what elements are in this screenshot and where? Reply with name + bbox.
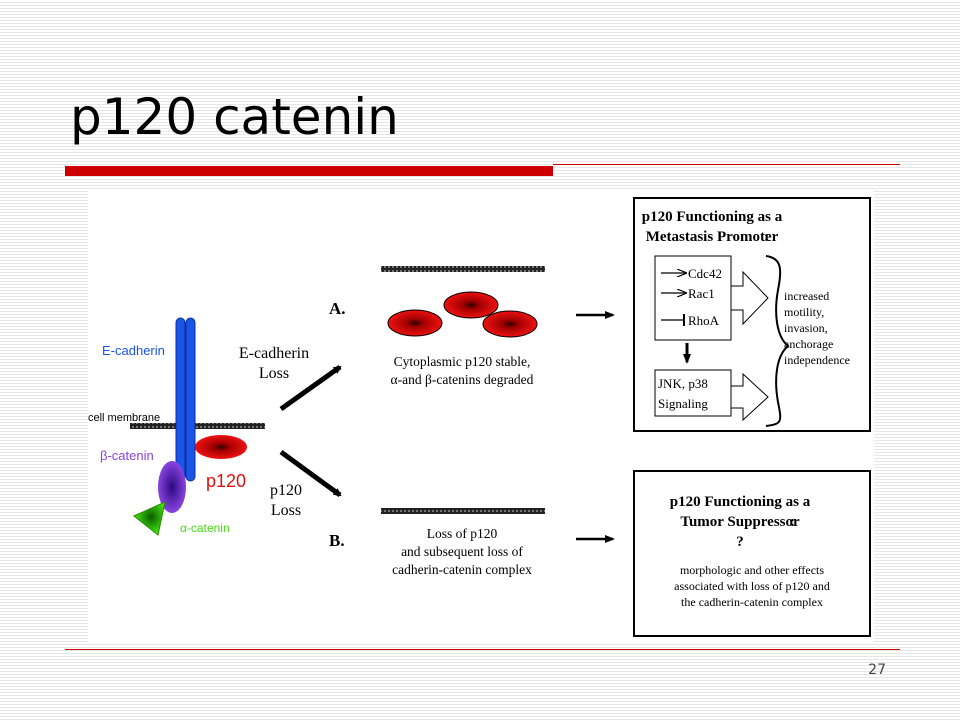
slide-title: p120 catenin [70, 88, 399, 146]
signaling-label-1: JNK, p38 [658, 376, 708, 391]
e-cadherin-loss-label-1: E-cadherin [239, 345, 309, 362]
cdc42-label: Cdc42 [688, 266, 722, 281]
case-a-text-1: Cytoplasmic p120 stable, [394, 354, 531, 369]
alpha-catenin-shape [133, 501, 166, 536]
p120-loss-label-2: Loss [271, 502, 301, 519]
effect-2: motility, [784, 305, 824, 319]
branch-arrows: E-cadherin Loss p120 Loss [239, 345, 342, 519]
p120-label: p120 [206, 471, 246, 491]
p120-loss-label-1: p120 [270, 482, 302, 499]
signaling-label-2: Signaling [658, 396, 708, 411]
box-a-title-1: p120 Functioning as a [642, 209, 783, 225]
signaling-hollow-arrow [730, 372, 769, 422]
upper-branch-arrow [279, 364, 342, 412]
p120-shape [195, 435, 247, 459]
box-b-text-3: the cadherin-catenin complex [681, 595, 823, 609]
footer-divider-line [65, 649, 900, 650]
case-a-p120-2 [443, 291, 499, 319]
signaling-box [654, 369, 732, 417]
lower-branch-arrow [279, 449, 342, 498]
p120-figure: E-cadherin cell membrane β-catenin p120 … [88, 190, 874, 642]
membrane-complex: E-cadherin cell membrane β-catenin p120 … [88, 317, 265, 536]
case-a-text-2: α-and β-catenins degraded [391, 372, 534, 387]
targets-box [654, 255, 732, 341]
tumor-suppressor-box: p120 Functioning as a Tumor Suppressor :… [633, 470, 871, 637]
box-b-text-1: morphologic and other effects [680, 563, 824, 577]
metastasis-promoter-box: p120 Functioning as a Metastasis Promote… [633, 197, 871, 432]
box-b-title-colon: : [790, 514, 795, 530]
effect-5: independence [784, 353, 850, 367]
case-a: A. Cytoplasmic p120 stable, α-and β-cate… [329, 266, 615, 387]
targets-hollow-arrow [730, 270, 769, 326]
case-b-membrane [381, 508, 545, 514]
rhoa-label: RhoA [688, 313, 720, 328]
box-a-title-colon: : [764, 229, 769, 245]
alpha-catenin-label: α-catenin [180, 521, 230, 535]
beta-catenin-label: β-catenin [100, 448, 154, 463]
beta-catenin-shape [158, 461, 186, 513]
case-b: B. Loss of p120 and subsequent loss of c… [329, 508, 615, 577]
case-a-p120-3 [482, 310, 538, 338]
box-b-question: ? [736, 534, 744, 550]
cell-membrane-bar [130, 423, 265, 429]
box-a-title-2: Metastasis Promoter [646, 229, 779, 245]
case-a-p120-1 [387, 309, 443, 337]
title-divider-line [553, 164, 900, 165]
effect-3: invasion, [784, 321, 828, 335]
e-cadherin-strand-left [175, 317, 186, 482]
rac1-label: Rac1 [688, 286, 715, 301]
case-a-letter: A. [329, 299, 346, 318]
box-b-title-1: p120 Functioning as a [670, 494, 811, 510]
title-underline-bar [65, 166, 553, 176]
case-b-text-3: cadherin-catenin complex [392, 562, 532, 577]
effects-brace [765, 255, 790, 427]
case-b-text-2: and subsequent loss of [401, 544, 523, 559]
case-b-text-1: Loss of p120 [427, 526, 498, 541]
cell-membrane-label: cell membrane [88, 412, 160, 424]
effect-1: increased [784, 289, 829, 303]
page-number: 27 [868, 662, 886, 678]
effect-4: anchorage [784, 337, 833, 351]
e-cadherin-loss-label-2: Loss [259, 365, 289, 382]
box-b-title-2: Tumor Suppressor [680, 514, 800, 530]
e-cadherin-strand-right [185, 317, 196, 482]
box-b-text-2: associated with loss of p120 and [674, 579, 830, 593]
case-a-membrane [381, 266, 545, 272]
e-cadherin-label: E-cadherin [102, 343, 165, 358]
case-b-letter: B. [329, 531, 345, 550]
